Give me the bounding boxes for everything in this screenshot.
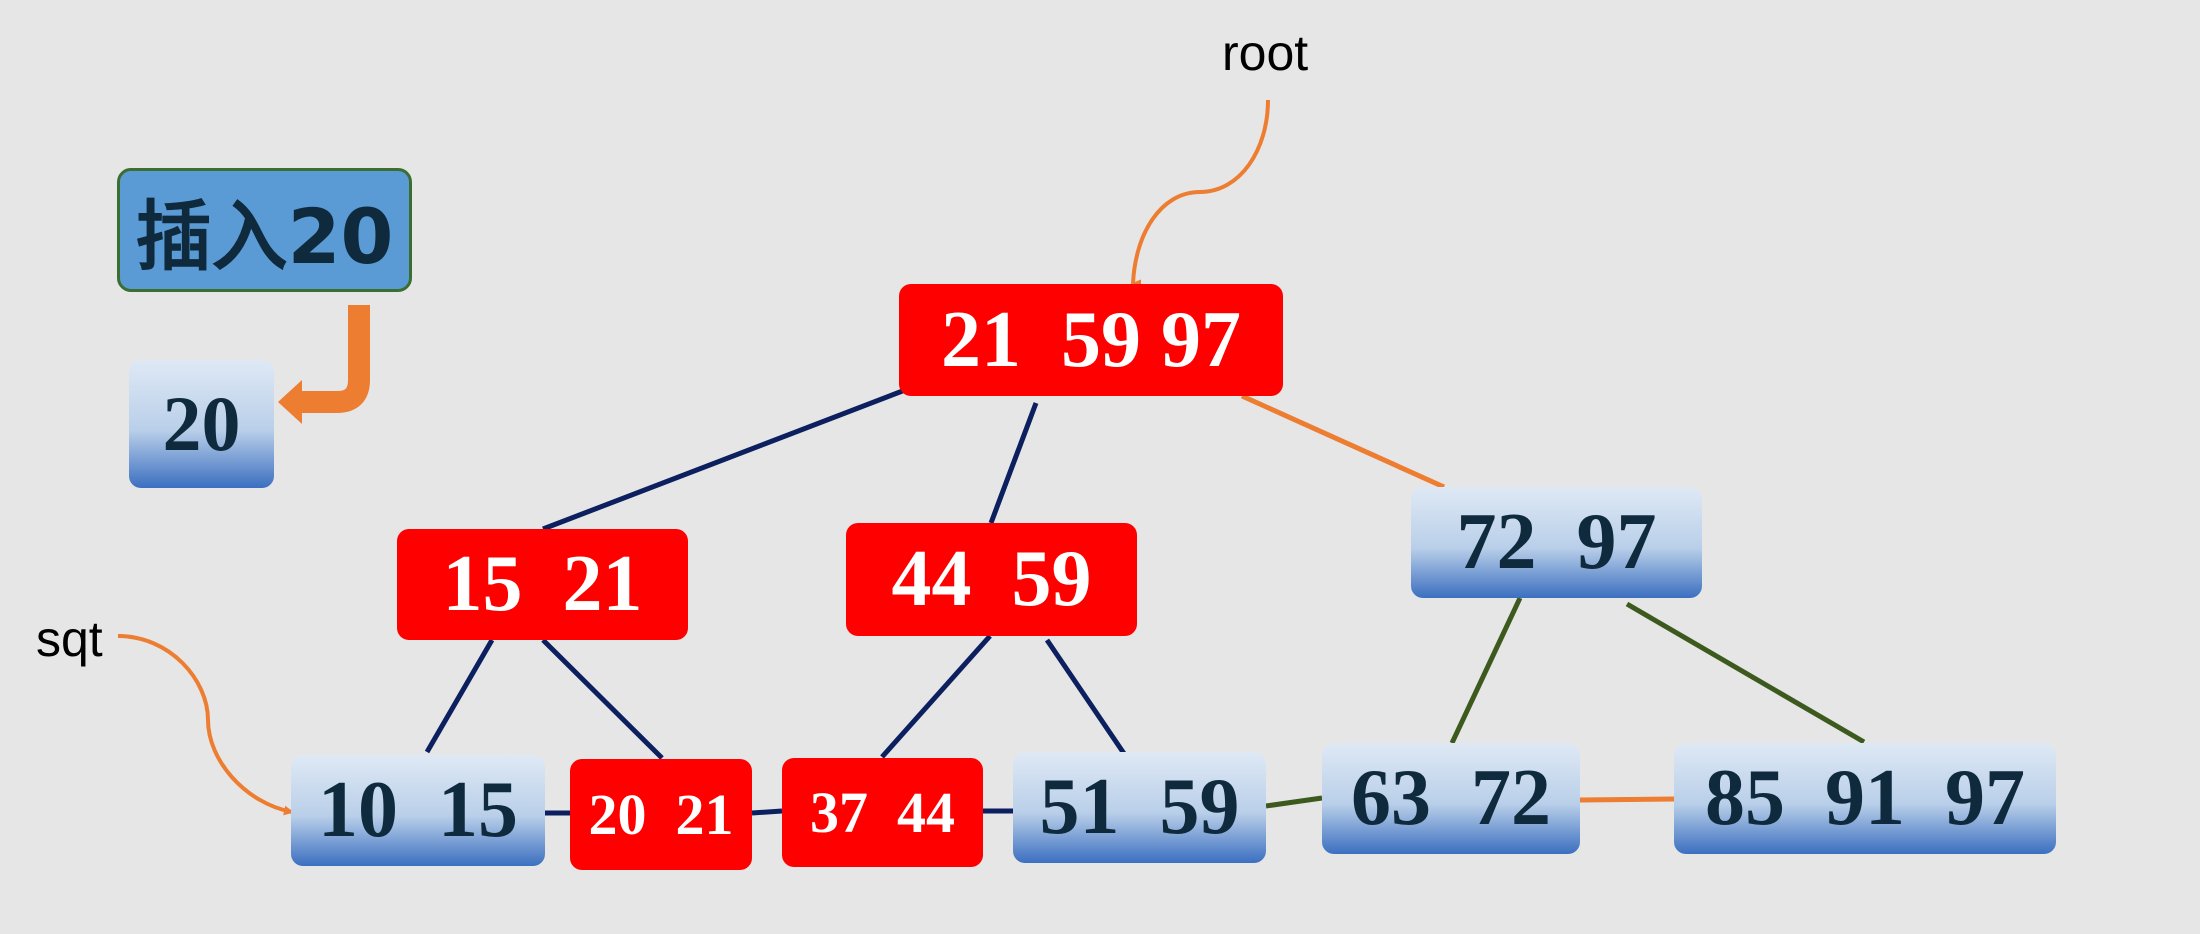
inserted-key-node: 20: [129, 360, 274, 488]
leaf-node-4: 51 59: [1013, 752, 1266, 863]
internal-node-right: 72 97: [1411, 487, 1702, 598]
sqt-pointer-arrow: [117, 634, 294, 816]
edge-midleft-leaf1: [424, 638, 495, 754]
internal-node-left: 15 21: [397, 529, 688, 640]
leaf-node-5: 63 72: [1322, 743, 1580, 854]
edge-midright-leaf6: [1625, 601, 1866, 745]
sqt-label: sqt: [36, 611, 103, 667]
leaf-node-3: 37 44: [782, 758, 983, 867]
title-text: 插入20: [135, 192, 394, 281]
edge-root-midleft: [542, 387, 906, 532]
leaf-link-5-6: [1579, 796, 1675, 803]
edge-root-midright: [1240, 393, 1446, 490]
leaf-link-2-3: [751, 808, 783, 816]
edge-midcenter-leaf4: [1044, 638, 1128, 757]
edge-midleft-leaf2: [541, 638, 664, 760]
root-label: root: [1222, 25, 1309, 81]
title-box: 插入20: [117, 168, 412, 292]
edge-root-midcenter: [988, 402, 1039, 524]
root-node: 21 59 97: [899, 284, 1283, 396]
root-pointer-arrow: [1131, 99, 1270, 290]
leaf-link-4-5: [1265, 795, 1323, 809]
insert-arrow: [300, 305, 370, 413]
leaf-node-6: 85 91 97: [1674, 743, 2056, 854]
edge-midright-leaf5: [1449, 596, 1523, 745]
edge-midcenter-leaf3: [880, 634, 992, 759]
leaf-node-2: 20 21: [570, 759, 752, 870]
leaf-node-1: 10 15: [291, 755, 545, 866]
insert-arrow-head: [278, 380, 302, 424]
internal-node-center: 44 59: [846, 523, 1137, 636]
